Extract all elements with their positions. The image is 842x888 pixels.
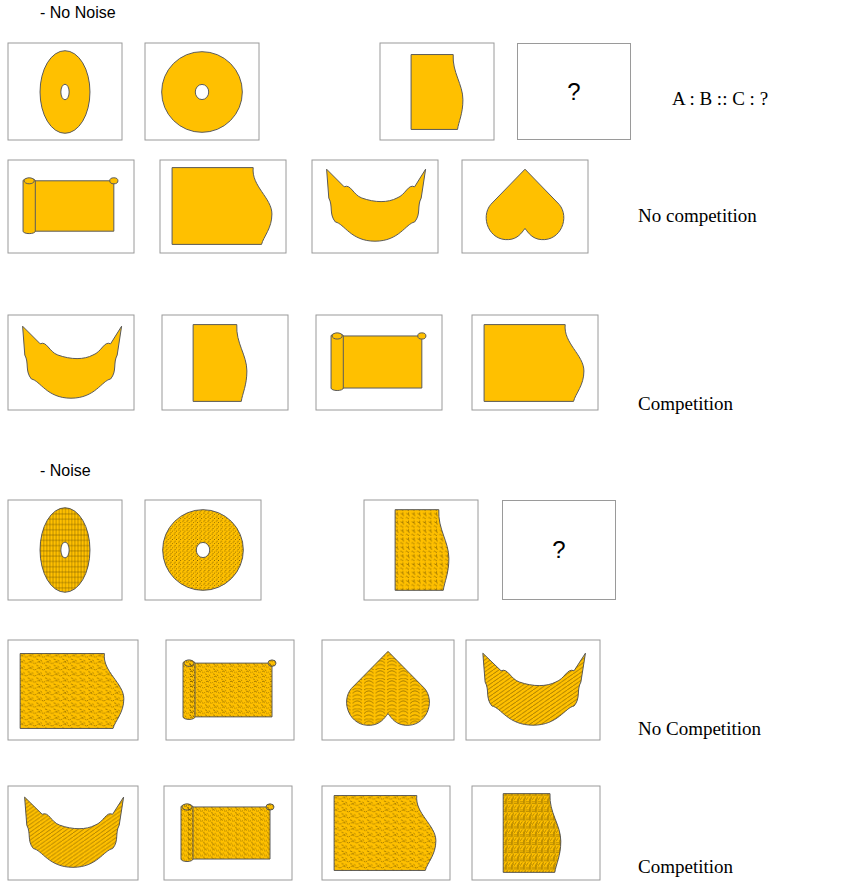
option-panel (312, 160, 438, 253)
bowl-shape (23, 326, 122, 398)
option-panel (322, 786, 450, 880)
noise-texture (483, 653, 586, 725)
noise-texture (503, 794, 561, 873)
wavy-shape (172, 168, 272, 245)
panel-frame (322, 786, 450, 880)
panel-frame (466, 640, 600, 740)
panel-frame (364, 500, 478, 600)
analogy-panel (380, 43, 494, 140)
noise-texture (181, 804, 274, 862)
noise-texture (40, 508, 90, 592)
scroll-shape (23, 178, 118, 234)
row-label: Competition (638, 393, 733, 415)
noise-texture (334, 796, 436, 871)
option-panel (164, 786, 292, 880)
panel-frame (472, 315, 598, 410)
panel-frame (316, 315, 442, 410)
wavy-shape (334, 796, 436, 871)
panel-frame (462, 160, 588, 253)
panel-frame (8, 640, 138, 740)
ring-shape (163, 510, 244, 591)
analogy-panel (8, 500, 122, 600)
wavy-shape (503, 794, 561, 873)
option-panel (462, 160, 588, 253)
answer-box: ? (517, 43, 631, 140)
wavy-shape (484, 325, 584, 402)
scroll-shape (331, 333, 426, 391)
answer-box: ? (502, 500, 616, 600)
panel-frame (8, 500, 122, 600)
analogy-notation: A : B :: C : ? (672, 88, 768, 110)
analogy-panel (145, 500, 261, 600)
option-panel (466, 640, 600, 740)
wavy-shape (411, 55, 463, 130)
scroll-shape (183, 660, 276, 720)
bowl-shape (25, 797, 124, 867)
ring-shape (40, 508, 90, 592)
option-panel (160, 160, 286, 253)
option-panel (8, 315, 134, 410)
panel-frame (8, 315, 134, 410)
panel-frame (472, 786, 600, 880)
bowl-shape (327, 169, 426, 241)
question-mark: ? (567, 78, 580, 106)
panel-frame (162, 315, 288, 410)
panel-frame (312, 160, 438, 253)
section-heading: - No Noise (40, 4, 116, 22)
ring-shape (40, 51, 90, 134)
bowl-shape (483, 653, 586, 725)
row-label: No competition (638, 205, 757, 227)
question-mark: ? (552, 536, 565, 564)
option-panel (8, 160, 134, 253)
noise-texture (347, 651, 430, 725)
row-label: No Competition (638, 718, 761, 740)
panel-frame (145, 500, 261, 600)
panel-frame (8, 786, 138, 880)
wavy-shape (395, 510, 449, 591)
heart-shape (347, 651, 430, 725)
option-panel (166, 640, 294, 740)
analogy-panel (364, 500, 478, 600)
option-panel (162, 315, 288, 410)
panel-frame (322, 640, 454, 740)
panel-frame (166, 640, 294, 740)
noise-texture (20, 654, 124, 729)
option-panel (8, 640, 138, 740)
wavy-shape (20, 654, 124, 729)
panel-frame (164, 786, 292, 880)
row-label: Competition (638, 856, 733, 878)
analogy-panel (8, 43, 122, 140)
panel-frame (160, 160, 286, 253)
option-panel (8, 786, 138, 880)
option-panel (472, 315, 598, 410)
panel-frame (145, 43, 259, 140)
panel-frame (380, 43, 494, 140)
noise-texture (395, 510, 449, 591)
noise-texture (183, 660, 276, 720)
scroll-shape (181, 804, 274, 862)
option-panel (316, 315, 442, 410)
noise-texture (163, 510, 244, 591)
section-heading: - Noise (40, 462, 91, 480)
panel-frame (8, 43, 122, 140)
panel-frame (8, 160, 134, 253)
ring-shape (162, 52, 243, 133)
noise-texture (25, 797, 124, 867)
heart-shape (486, 169, 564, 239)
analogy-panel (145, 43, 259, 140)
wavy-shape (193, 325, 247, 402)
option-panel (322, 640, 454, 740)
option-panel (472, 786, 600, 880)
